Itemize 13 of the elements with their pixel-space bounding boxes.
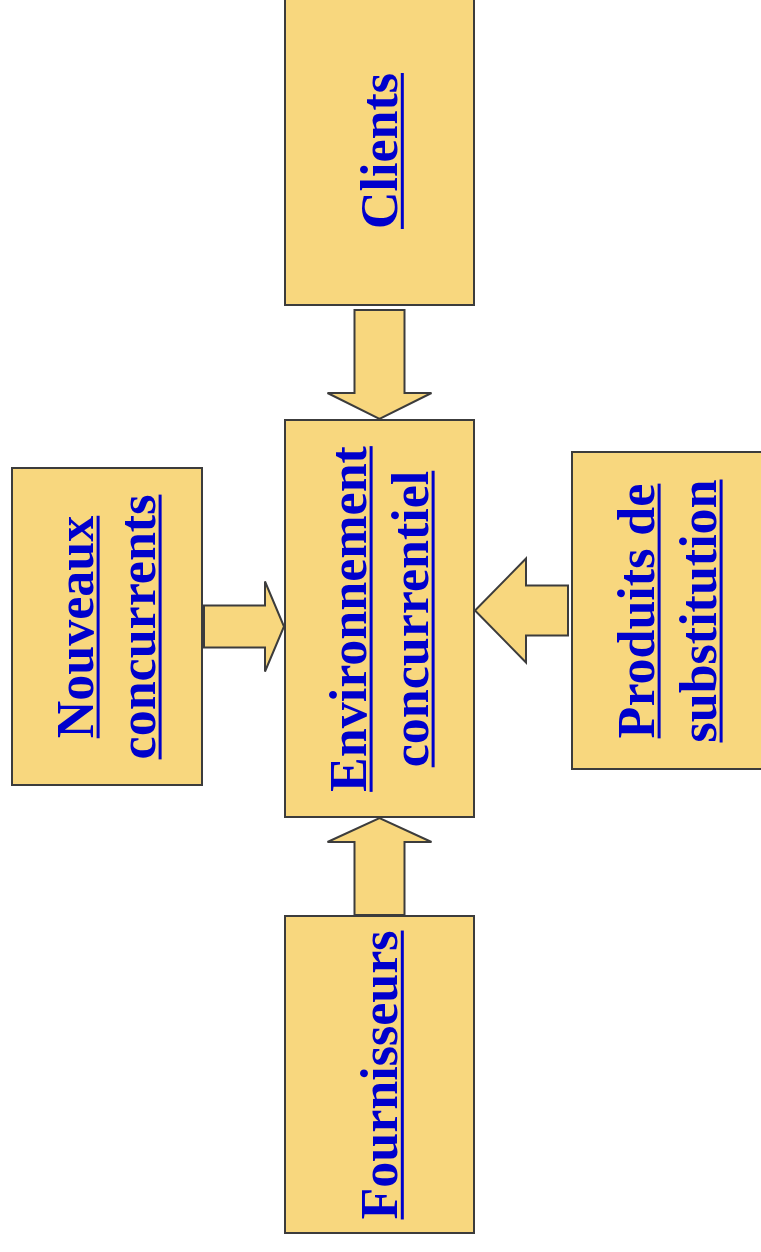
block-arrow bbox=[203, 580, 286, 673]
block-arrow bbox=[326, 816, 433, 916]
process-box bbox=[284, 915, 475, 1234]
block-arrow bbox=[326, 309, 433, 421]
node-label: Nouveaux concurrents bbox=[45, 493, 167, 761]
process-box bbox=[11, 467, 203, 786]
block-arrow bbox=[473, 556, 569, 665]
node-label: Fournisseurs bbox=[349, 929, 409, 1221]
node-label: Clients bbox=[349, 72, 409, 231]
node-label: Produits de substitution bbox=[606, 478, 728, 744]
process-box bbox=[571, 451, 761, 770]
process-box bbox=[284, 0, 475, 306]
process-box bbox=[284, 419, 475, 818]
